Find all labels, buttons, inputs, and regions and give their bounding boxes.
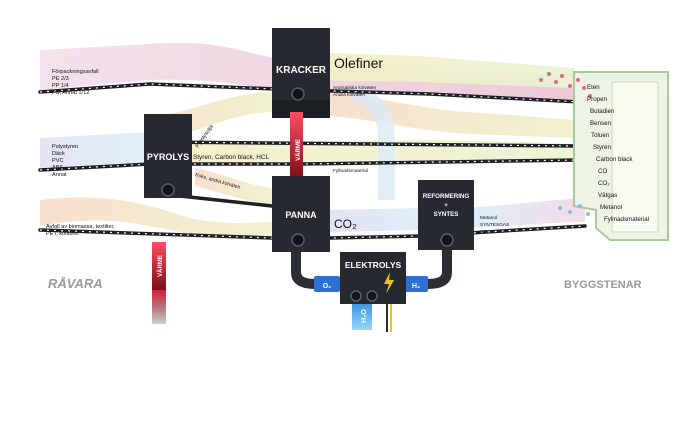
svg-text:CO: CO xyxy=(598,168,607,175)
svg-text:Toluen: Toluen xyxy=(591,132,610,139)
metanol-stream-label: Metanol xyxy=(480,215,497,221)
heat-bar-tail xyxy=(152,290,166,324)
band-co2 xyxy=(330,208,420,232)
svg-text:Bensen: Bensen xyxy=(590,120,612,127)
svg-text:Däck: Däck xyxy=(52,151,65,157)
track-low xyxy=(178,194,274,208)
reformering-label: REFORMERING xyxy=(423,193,470,200)
styren-label: Styren, Carbon black, HCL xyxy=(193,154,269,161)
heat-bar-kracker xyxy=(290,112,303,178)
aromatiska-label-1: Aromatiska kolväten xyxy=(333,85,377,91)
svg-text:Fyllnadsmaterial: Fyllnadsmaterial xyxy=(604,216,649,223)
oxygen-flow-marker xyxy=(314,276,340,292)
product-molecules xyxy=(539,72,592,98)
svg-text:Eten: Eten xyxy=(587,84,600,91)
svg-text:Butadien: Butadien xyxy=(590,108,615,115)
reformering-plus: + xyxy=(444,202,448,209)
port-rings xyxy=(161,87,454,302)
input-plastics-labels: Polystyren Däck PVC ABS Annat xyxy=(52,144,78,178)
band-aromatics xyxy=(330,92,575,138)
svg-text:Metanol: Metanol xyxy=(600,204,622,211)
svg-text:Avfall av biomassa, textilier,: Avfall av biomassa, textilier, xyxy=(46,224,115,230)
stream-bands xyxy=(40,42,585,237)
heat-bar-input xyxy=(152,242,166,290)
heat-label-input: VÄRME xyxy=(157,255,164,277)
hydrogen-label: H₂ xyxy=(412,283,420,290)
hydrogen-flow-marker xyxy=(404,276,428,292)
syngas-molecules xyxy=(558,204,590,216)
ravara-label: RÅVARA xyxy=(48,276,103,291)
svg-text:Polystyren: Polystyren xyxy=(52,144,78,150)
band-coke xyxy=(195,168,272,204)
svg-text:PS, Annat 1/12: PS, Annat 1/12 xyxy=(52,90,89,96)
aromatiska-label-2: Andra kolväten xyxy=(333,92,365,98)
fyllnad-label: Fyllnadsmaterial xyxy=(333,168,368,174)
svg-text:PET, kolfibrer: PET, kolfibrer xyxy=(46,231,79,237)
output-labels: Eten Propen Butadien Bensen Toluen Styre… xyxy=(587,84,649,223)
co2-label: CO₂ xyxy=(334,217,357,231)
svg-text:Carbon black: Carbon black xyxy=(596,156,633,163)
input-packaging-labels: Förpackningsavfall PE 2/3 PP 1/4 PS, Ann… xyxy=(52,69,99,96)
band-plastics xyxy=(40,132,150,168)
pyrolys-label: PYROLYS xyxy=(147,152,189,162)
co2-small-label: CO₂ xyxy=(480,229,489,235)
svg-text:Annat: Annat xyxy=(52,172,67,178)
svg-text:ABS: ABS xyxy=(52,165,63,171)
water-inlet xyxy=(352,300,372,330)
svg-text:Förpackningsavfall: Förpackningsavfall xyxy=(52,69,99,75)
svg-text:CO₂: CO₂ xyxy=(598,180,610,187)
band-loop-aromatics xyxy=(350,86,395,200)
svg-text:PP 1/4: PP 1/4 xyxy=(52,83,69,89)
syntesgas-label: SYNTESGAS xyxy=(480,222,509,228)
heat-label-kracker: VÄRME xyxy=(295,139,302,161)
svg-text:PVC: PVC xyxy=(52,158,64,164)
syntes-label: SYNTES xyxy=(434,211,459,218)
svg-text:Propen: Propen xyxy=(587,96,608,103)
product-tank-inner xyxy=(611,81,659,233)
panna-label: PANNA xyxy=(285,210,317,220)
kracker-label: KRACKER xyxy=(276,65,327,76)
band-syngas xyxy=(466,198,585,228)
water-label: H₂O xyxy=(361,309,368,323)
svg-text:PE 2/3: PE 2/3 xyxy=(52,76,69,82)
oxygen-label: O₂ xyxy=(323,283,332,290)
lightning-icon xyxy=(384,272,394,294)
elektrolys-label: ELEKTROLYS xyxy=(345,260,402,270)
byggstenar-label: BYGGSTENAR xyxy=(564,279,642,291)
olefiner-label: Olefiner xyxy=(334,55,383,71)
band-olefins xyxy=(300,52,575,88)
band-biomass xyxy=(40,197,272,237)
svg-text:Vätgas: Vätgas xyxy=(598,192,617,199)
svg-text:Styren: Styren xyxy=(593,144,611,151)
input-biomass-labels: Avfall av biomassa, textilier, PET, kolf… xyxy=(46,224,115,237)
